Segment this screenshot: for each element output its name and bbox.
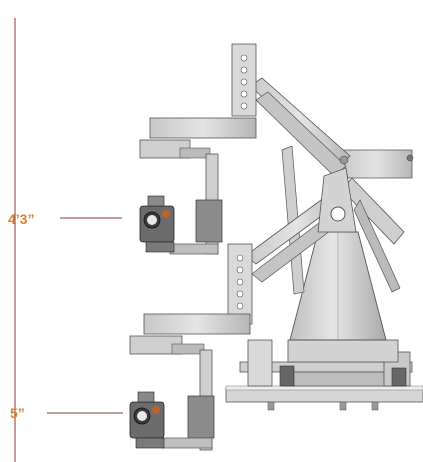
lower-height-label: 5” xyxy=(10,405,25,421)
upper-height-label: 4’3” xyxy=(8,211,35,227)
upper-boom xyxy=(139,43,351,295)
base-rail xyxy=(225,385,423,411)
pivot-hub xyxy=(317,155,357,233)
dolly-platform xyxy=(239,339,413,387)
lower-camera xyxy=(129,391,165,449)
upper-camera xyxy=(139,195,175,253)
